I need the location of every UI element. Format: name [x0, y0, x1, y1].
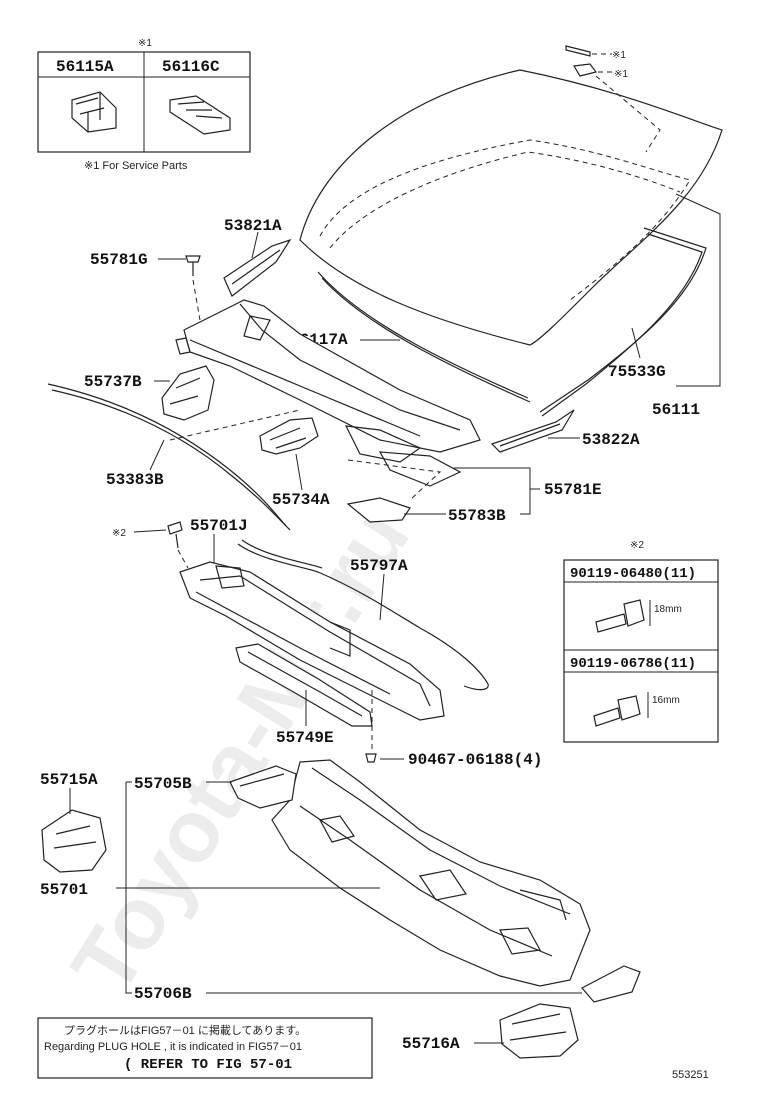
mark1-b: ※1	[614, 69, 628, 80]
part-53821A[interactable]: 53821A	[224, 217, 282, 235]
part-53383B-shape	[47, 383, 291, 531]
part-55781G[interactable]: 55781G	[90, 251, 148, 269]
part-55716A-shape	[499, 1003, 579, 1059]
part-55701J-shape	[179, 561, 445, 721]
clip-56115A-icon	[71, 91, 117, 133]
part-55701J[interactable]: 55701J	[190, 517, 248, 535]
service-parts-note: ※1 For Service Parts	[84, 160, 188, 172]
bolt-table: ※2 90119-06480(11) 90119-06786(11) 18mm …	[563, 540, 719, 743]
part-55737B-shape	[161, 365, 215, 421]
part-56115A[interactable]: 56115A	[56, 58, 114, 76]
part-55734A-shape	[259, 417, 319, 455]
part-56111[interactable]: 56111	[652, 401, 700, 419]
part-56116C[interactable]: 56116C	[162, 58, 220, 76]
part-55701[interactable]: 55701	[40, 881, 88, 899]
bolt-2-dim: 16mm	[652, 695, 680, 706]
screw-55781G-icon	[185, 255, 201, 276]
bolt-1-dim: 18mm	[654, 604, 682, 615]
note-en: Regarding PLUG HOLE , it is indicated in…	[44, 1041, 302, 1053]
part-53383B[interactable]: 53383B	[106, 471, 164, 489]
part-55715A-shape	[41, 809, 107, 873]
bolt-2-icon	[593, 695, 641, 727]
part-55737B[interactable]: 55737B	[84, 373, 142, 391]
molding-75533G	[539, 227, 707, 417]
bolt-2-label[interactable]: 90119-06786(11)	[570, 656, 696, 672]
bolt-1-label[interactable]: 90119-06480(11)	[570, 566, 696, 582]
part-55783B[interactable]: 55783B	[448, 507, 506, 525]
figure-number: 553251	[672, 1069, 709, 1081]
part-55706B[interactable]: 55706B	[134, 985, 192, 1003]
bolt-mark2-icon	[167, 521, 183, 549]
part-75533G[interactable]: 75533G	[608, 363, 666, 381]
part-55734A[interactable]: 55734A	[272, 491, 330, 509]
mark2-a: ※2	[112, 528, 126, 539]
note-refer[interactable]: ( REFER TO FIG 57-01	[124, 1057, 292, 1073]
weatherstrip-56117A	[317, 271, 531, 403]
cowl-louver-panel	[175, 299, 481, 487]
plug-hole-note: プラグホールはFIG57－01 に掲載してあります。 Regarding PLU…	[37, 1017, 373, 1079]
part-55716A[interactable]: 55716A	[402, 1035, 460, 1053]
bolt-1-icon	[595, 599, 645, 633]
part-55781E[interactable]: 55781E	[544, 481, 602, 499]
part-55797A-shape	[237, 539, 489, 691]
mark1-top: ※1	[138, 38, 152, 49]
mark2-b: ※2	[630, 540, 644, 551]
part-55706B-shape	[581, 965, 641, 1003]
part-53822A[interactable]: 53822A	[582, 431, 640, 449]
part-53821A-shape	[223, 238, 292, 297]
clip-top-icon	[565, 45, 591, 57]
clip-90467-icon	[365, 753, 377, 763]
part-90467-06188[interactable]: 90467-06188(4)	[408, 751, 542, 769]
part-55705B-shape	[229, 765, 297, 809]
mark1-a: ※1	[612, 50, 626, 61]
part-55715A[interactable]: 55715A	[40, 771, 98, 789]
part-55701-shape	[271, 759, 591, 987]
part-55797A[interactable]: 55797A	[350, 557, 408, 575]
clip-56116C-icon	[169, 95, 231, 135]
clip-mid-icon	[573, 63, 598, 77]
service-parts-box: ※1 56115A 56116C ※1 For Service Parts	[37, 38, 251, 172]
windshield-glass: ※1 ※1	[299, 45, 723, 346]
part-53822A-shape	[490, 409, 575, 453]
part-55749E[interactable]: 55749E	[276, 729, 334, 747]
part-55705B[interactable]: 55705B	[134, 775, 192, 793]
note-jp: プラグホールはFIG57－01 に掲載してあります。	[64, 1023, 306, 1037]
